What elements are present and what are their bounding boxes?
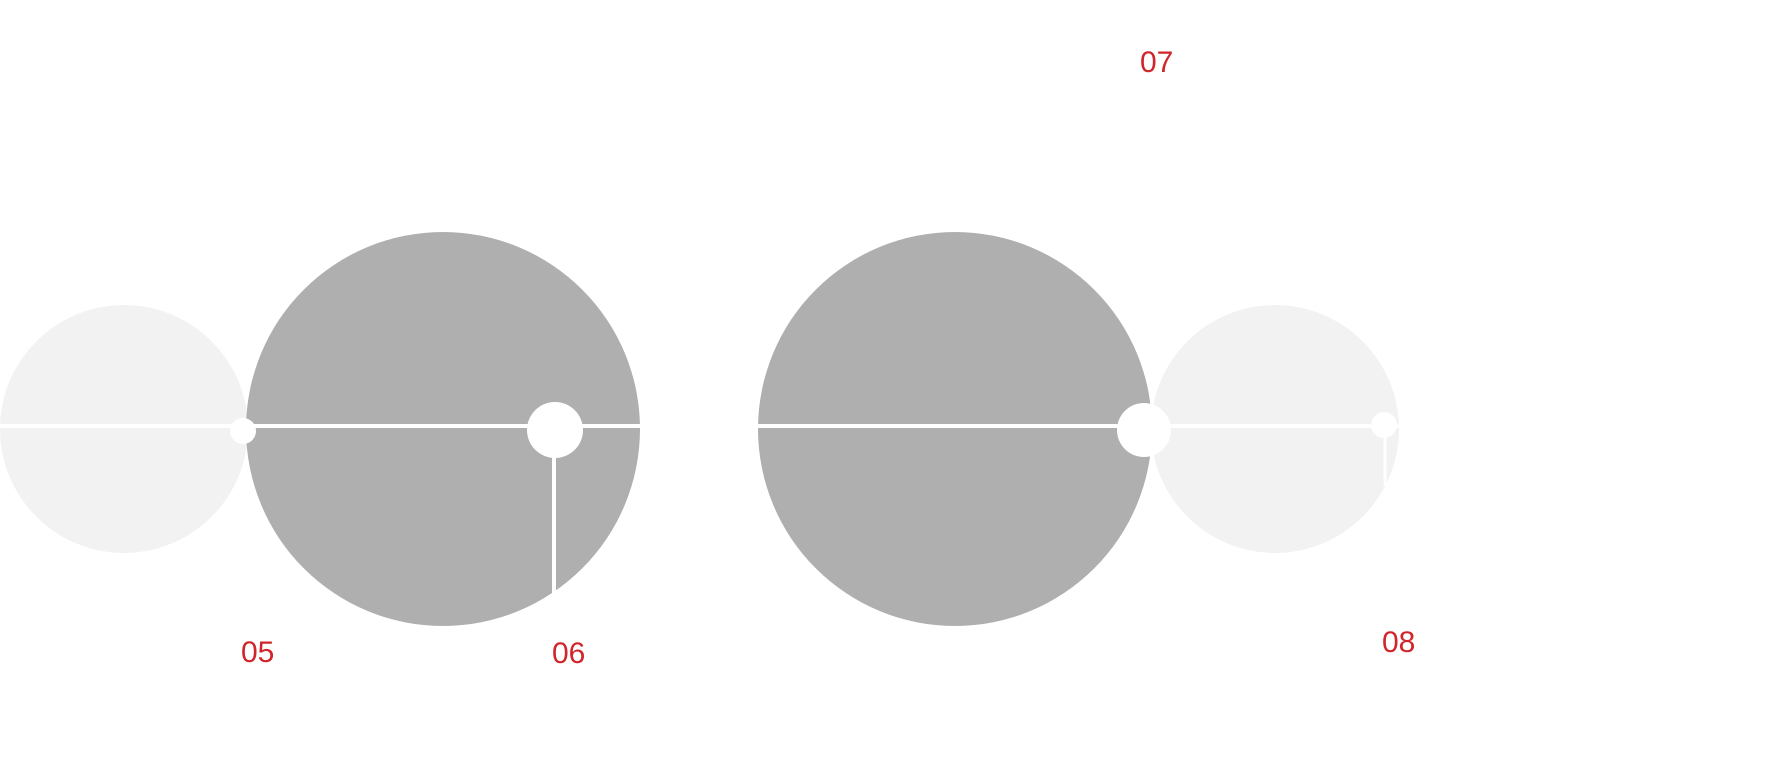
node-08 <box>1371 412 1397 438</box>
node-05 <box>230 418 256 444</box>
disc-dark-right <box>758 232 1152 626</box>
label-06: 06 <box>552 637 585 670</box>
disc-dark-left <box>246 232 640 626</box>
label-07: 07 <box>1140 46 1173 79</box>
label-08: 08 <box>1382 626 1415 659</box>
disc-light-left <box>0 305 248 553</box>
node-06 <box>527 402 583 458</box>
node-07 <box>1117 403 1171 457</box>
label-05: 05 <box>241 636 274 669</box>
disc-light-right <box>1151 305 1399 553</box>
